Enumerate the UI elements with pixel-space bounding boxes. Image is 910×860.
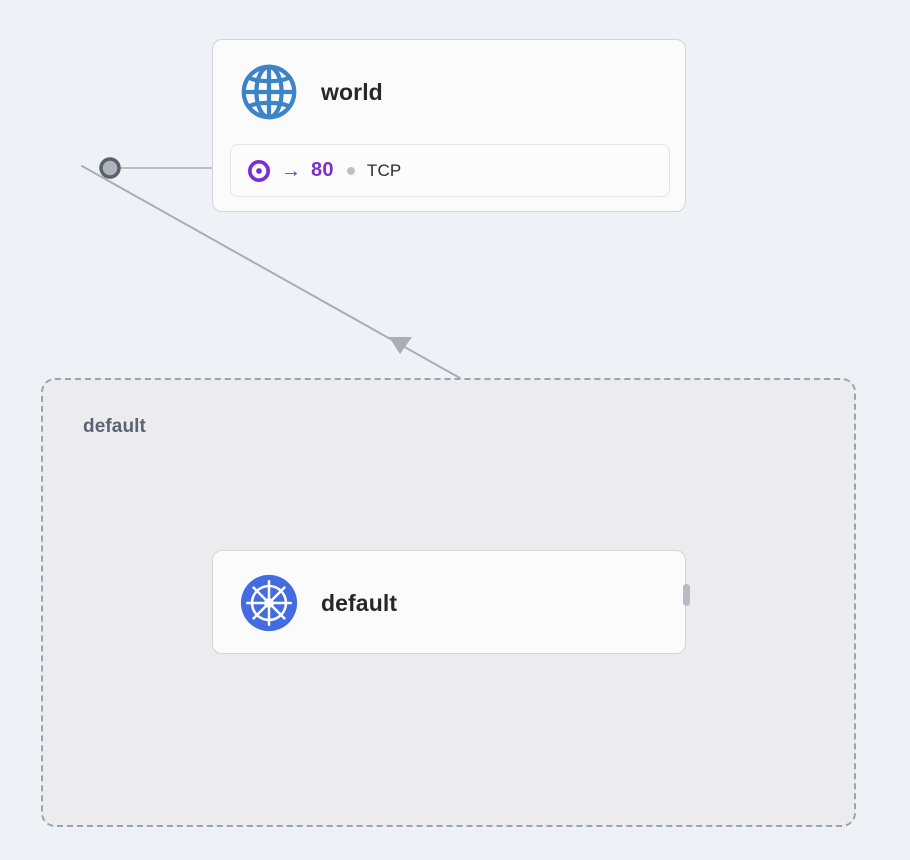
node-title-default: default	[321, 589, 398, 616]
kubernetes-icon	[240, 574, 298, 632]
namespace-label: default	[83, 416, 146, 437]
port-protocol: TCP	[366, 160, 402, 180]
port-row-80-tcp[interactable]: → 80 TCP	[230, 144, 670, 197]
port-number: 80	[311, 159, 334, 181]
node-header-default: default	[213, 551, 685, 655]
globe-icon	[241, 64, 297, 120]
node-card-default[interactable]: default	[212, 550, 686, 654]
port-arrow-icon: →	[281, 159, 301, 182]
node-card-world[interactable]: world → 80 TCP	[212, 39, 686, 212]
node-edge-handle-right[interactable]	[683, 584, 690, 606]
target-icon	[248, 159, 270, 182]
edge-arrow-mid-icon	[389, 337, 412, 354]
port-separator-dot-icon	[346, 166, 355, 175]
node-header-world: world	[213, 40, 685, 144]
node-title-world: world	[321, 78, 383, 105]
edge-source-endpoint-icon[interactable]	[99, 157, 121, 179]
